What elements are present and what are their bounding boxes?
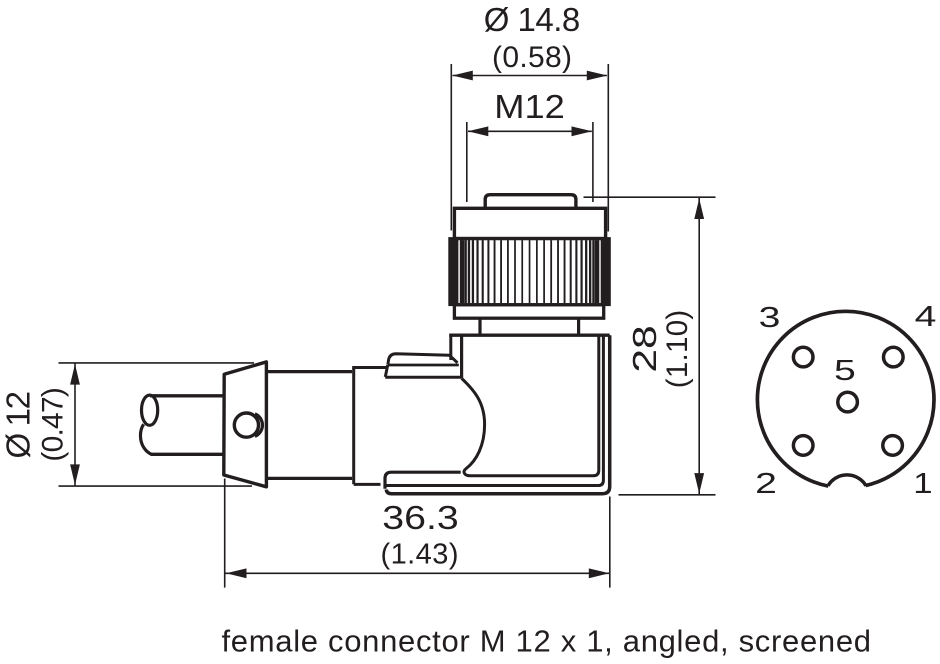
svg-text:(1.10): (1.10) — [661, 310, 694, 389]
svg-text:Ø 12: Ø 12 — [0, 391, 37, 459]
svg-text:M12: M12 — [494, 89, 565, 125]
svg-text:(0.47): (0.47) — [37, 387, 70, 462]
svg-text:3: 3 — [759, 302, 781, 334]
svg-text:5: 5 — [834, 355, 856, 387]
svg-text:female connector M 12 x 1, ang: female connector M 12 x 1, angled, scree… — [222, 624, 872, 659]
svg-text:4: 4 — [915, 301, 937, 333]
svg-text:36.3: 36.3 — [382, 499, 458, 536]
svg-text:1: 1 — [913, 467, 932, 500]
svg-text:(0.58): (0.58) — [492, 41, 572, 74]
svg-text:2: 2 — [755, 468, 777, 500]
svg-text:Ø 14.8: Ø 14.8 — [484, 1, 581, 38]
svg-text:(1.43): (1.43) — [381, 539, 459, 571]
svg-text:28: 28 — [627, 325, 663, 372]
